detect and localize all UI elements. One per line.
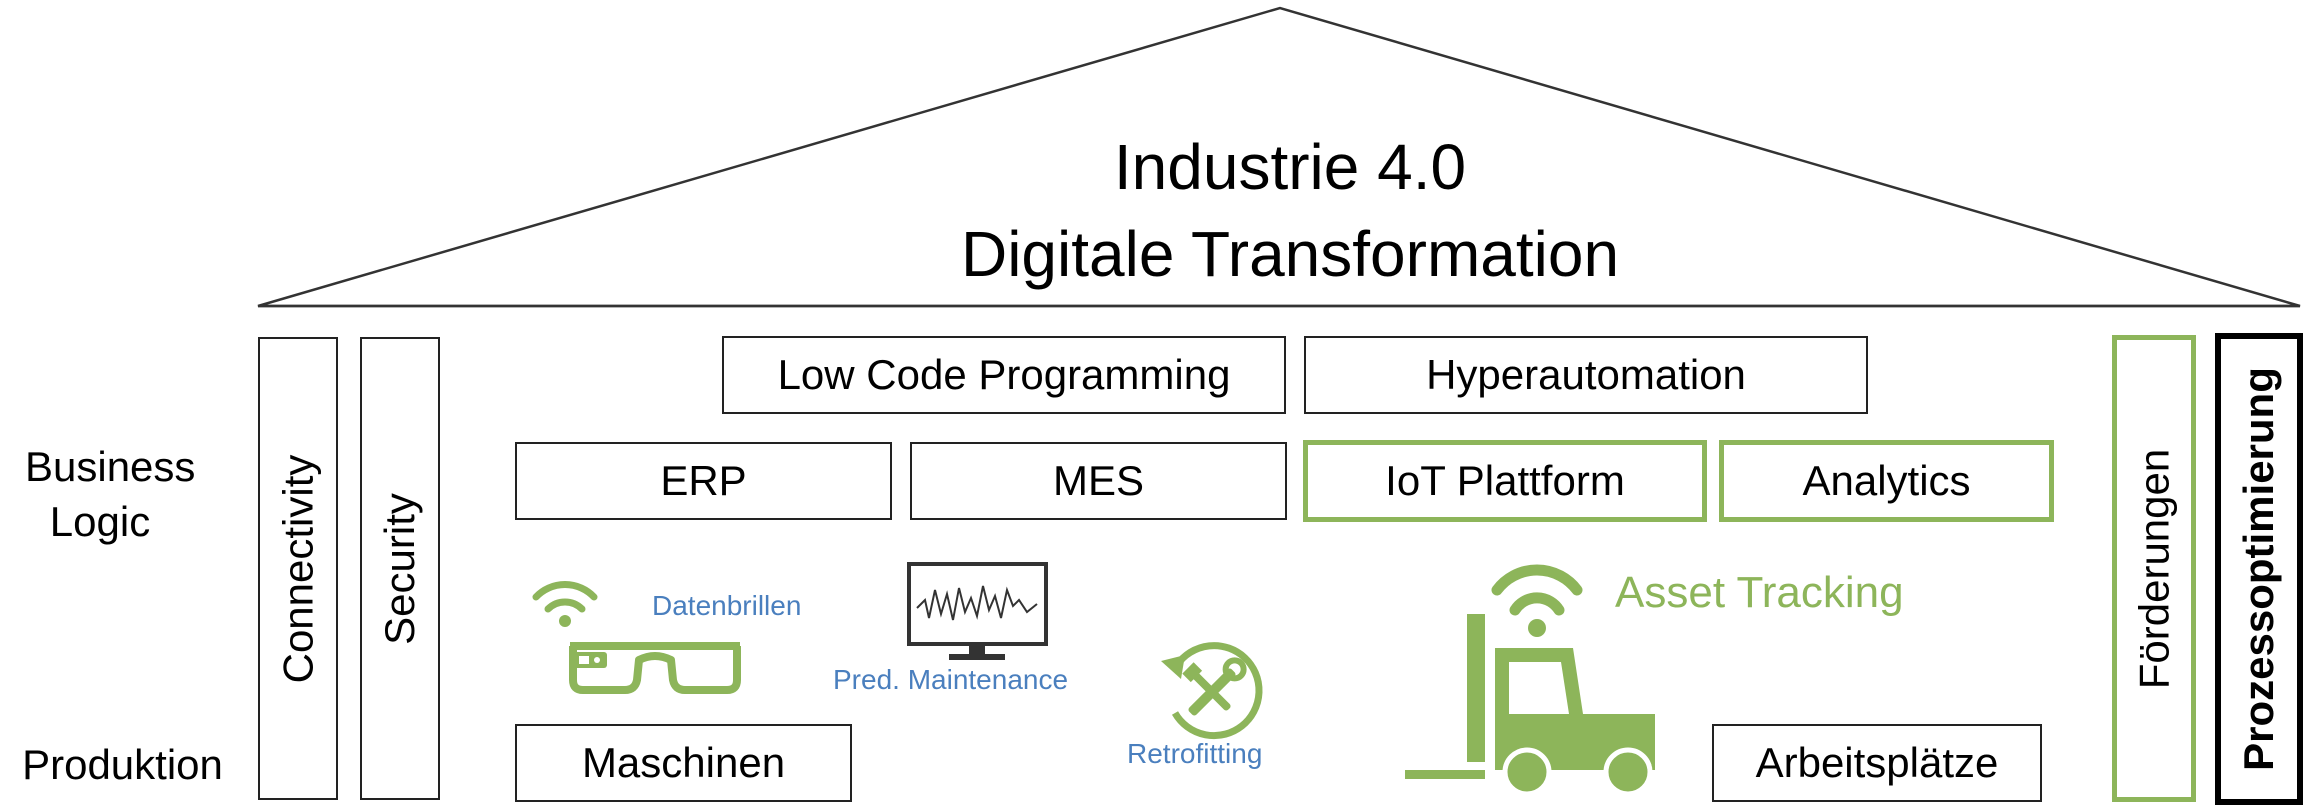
label-pred-maintenance: Pred. Maintenance [833, 664, 1069, 695]
forklift-icon [1405, 564, 1655, 797]
title-line2: Digitale Transformation [960, 218, 1620, 290]
smart-glasses-icon [569, 642, 741, 694]
pillar-foerderungen-label: Förderungen [2130, 448, 2177, 689]
box-hyperautomation: Hyperautomation [1304, 336, 1868, 414]
box-iot-plattform: IoT Plattform [1303, 440, 1707, 522]
title-line1: Industrie 4.0 [1113, 131, 1467, 203]
label-retrofitting: Retrofitting [1127, 738, 1263, 769]
monitor-chart-icon [907, 562, 1048, 660]
pillar-connectivity-label: Connectivity [274, 454, 322, 683]
wifi-icon [532, 581, 598, 627]
roof-outline [257, 6, 2301, 308]
row-label-business-logic: Business Logic [25, 440, 196, 549]
pillar-security-label: Security [376, 492, 423, 645]
box-low-code-programming: Low Code Programming [722, 336, 1286, 414]
box-arbeitsplaetze: Arbeitsplätze [1712, 724, 2042, 802]
pillar-security: Security [360, 337, 440, 800]
label-datenbrillen: Datenbrillen [652, 590, 802, 621]
row-label-business: Business [25, 443, 196, 490]
pillar-foerderungen: Förderungen [2112, 335, 2196, 802]
row-label-produktion: Produktion [22, 741, 223, 788]
pillar-prozessoptimierung-label: Prozessoptimierung [2235, 367, 2282, 771]
pillar-prozessoptimierung: Prozessoptimierung [2215, 333, 2303, 805]
box-analytics: Analytics [1719, 440, 2054, 522]
pillar-connectivity: Connectivity [258, 337, 338, 800]
box-erp: ERP [515, 442, 892, 520]
box-mes: MES [910, 442, 1287, 520]
label-asset-tracking: Asset Tracking [1615, 568, 1904, 617]
row-label-logic: Logic [49, 497, 151, 545]
box-maschinen: Maschinen [515, 724, 852, 802]
tools-cycle-icon [1161, 642, 1263, 740]
